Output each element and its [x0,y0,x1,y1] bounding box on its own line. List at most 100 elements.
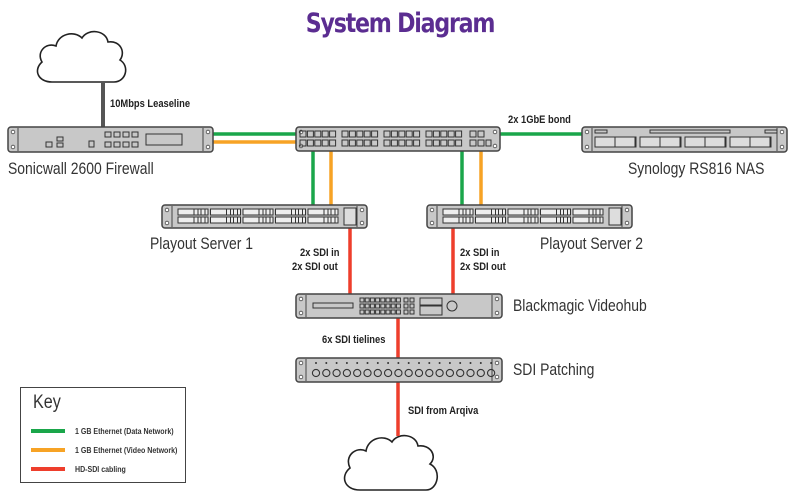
rack-screw-icon [494,296,500,302]
key-swatch [31,467,65,471]
key-item-video-network: 1 GB Ethernet (Video Network) [31,443,191,457]
rack-screw-icon [494,374,500,380]
patch-port [311,368,321,378]
patch-led [315,362,317,364]
cables [101,82,582,436]
internet-cloud [36,30,127,83]
key-item-data-network: 1 GB Ethernet (Data Network) [31,424,187,438]
rack-screw-icon [359,207,365,213]
patch-led [448,362,451,364]
rack-screw-icon [494,310,500,316]
tielines-label: 6x SDI tielines [322,334,386,346]
p2-sdi-out-label: 2x SDI out [460,261,506,273]
key-item-sdi: HD-SDI cabling [31,462,133,476]
patch-led [407,362,410,364]
patch-led [376,362,379,364]
rack-screw-icon [205,129,211,135]
network-switch [295,126,501,152]
nas-device [581,126,788,153]
patch-port [414,368,424,378]
key-title: Key [33,392,61,413]
playout1-label: Playout Server 1 [150,234,254,253]
rack-screw-icon [10,144,16,150]
patching-label: SDI Patching [513,360,595,379]
arqiva-cloud [343,434,438,491]
firewall-label: Sonicwall 2600 Firewall [8,159,154,178]
patch-led [479,362,482,364]
videohub-device [295,293,503,319]
rack-screw-icon [492,129,498,135]
patch-led [469,362,472,364]
rack-screw-icon [624,220,630,226]
p2-sdi-in-label: 2x SDI in [460,247,500,259]
rack-screw-icon [429,207,435,213]
rack-screw-icon [584,129,590,135]
playout2-label: Playout Server 2 [540,234,644,253]
patch-port [445,368,455,378]
diagram-title: System Diagram [305,8,496,39]
videohub-label: Blackmagic Videohub [513,296,647,315]
playout-server-1 [161,204,368,229]
patch-port [425,368,434,378]
patch-port [435,368,444,378]
rack-screw-icon [298,374,304,380]
rack-screw-icon [205,144,211,150]
key-swatch [31,429,65,433]
knob-icon [446,300,458,312]
rack-screw-icon [494,360,500,366]
patch-port [383,368,393,378]
rack-screw-icon [298,296,304,302]
firewall-device [7,126,214,153]
patch-led [418,362,420,364]
patch-led [335,362,338,364]
rack-screw-icon [164,220,170,226]
sdi-patch-panel [295,357,503,383]
playout-server-2 [426,204,633,229]
rack-screw-icon [359,220,365,226]
p1-sdi-out-label: 2x SDI out [292,261,338,273]
patch-led [356,362,359,364]
key-label: HD-SDI cabling [75,464,126,474]
patch-led [490,362,493,364]
patch-port [466,368,475,378]
rack-screw-icon [584,144,590,150]
leaseline-label: 10Mbps Leaseline [110,98,191,110]
patch-port [363,368,372,378]
patch-port [322,368,331,378]
rack-screw-icon [779,129,785,135]
rack-screw-icon [429,220,435,226]
patch-led [345,362,348,364]
patch-led [325,362,328,364]
key-label: 1 GB Ethernet (Data Network) [75,426,174,436]
patch-port [476,368,485,378]
patch-led [459,362,462,364]
rack-screw-icon [492,143,498,149]
patch-port [353,368,362,378]
patch-port [394,368,403,378]
patch-led [397,362,400,364]
patch-port [332,368,341,378]
rack-screw-icon [298,310,304,316]
patch-port [342,368,352,378]
patch-led [438,362,441,364]
key-label: 1 GB Ethernet (Video Network) [75,445,178,455]
rack-screw-icon [624,207,630,213]
legend-key: Key 1 GB Ethernet (Data Network) 1 GB Et… [20,387,186,483]
key-swatch [31,448,65,452]
rack-screw-icon [779,144,785,150]
patch-led [366,362,369,364]
patch-port [373,368,382,378]
p1-sdi-in-label: 2x SDI in [300,247,340,259]
patch-port [456,368,465,378]
patch-led [387,362,390,364]
patch-port [404,368,413,378]
rack-screw-icon [298,360,304,366]
rack-screw-icon [164,207,170,213]
arqiva-label: SDI from Arqiva [408,405,479,417]
nas-label: Synology RS816 NAS [628,159,765,178]
rack-screw-icon [10,129,16,135]
patch-led [428,362,431,364]
bond-label: 2x 1GbE bond [508,114,571,126]
patch-port [486,368,496,378]
